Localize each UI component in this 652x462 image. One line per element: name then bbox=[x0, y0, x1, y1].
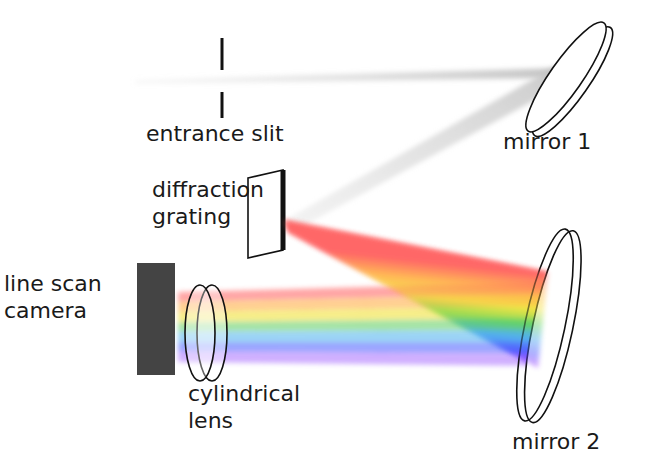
light-band bbox=[178, 352, 548, 366]
light-band bbox=[178, 342, 548, 354]
part-label: line scan camera bbox=[4, 270, 132, 324]
part-label: diffraction grating bbox=[152, 176, 282, 230]
mirror-1 bbox=[515, 14, 623, 145]
slit-jaw bbox=[221, 38, 224, 70]
part-label: mirror 2 bbox=[512, 428, 648, 455]
slit-jaw bbox=[221, 92, 224, 118]
part-label: entrance slit bbox=[146, 120, 346, 147]
part-label: cylindrical lens bbox=[188, 380, 328, 434]
cylindrical-lens bbox=[185, 285, 227, 381]
camera-body bbox=[137, 263, 175, 375]
part-label: mirror 1 bbox=[503, 128, 643, 155]
